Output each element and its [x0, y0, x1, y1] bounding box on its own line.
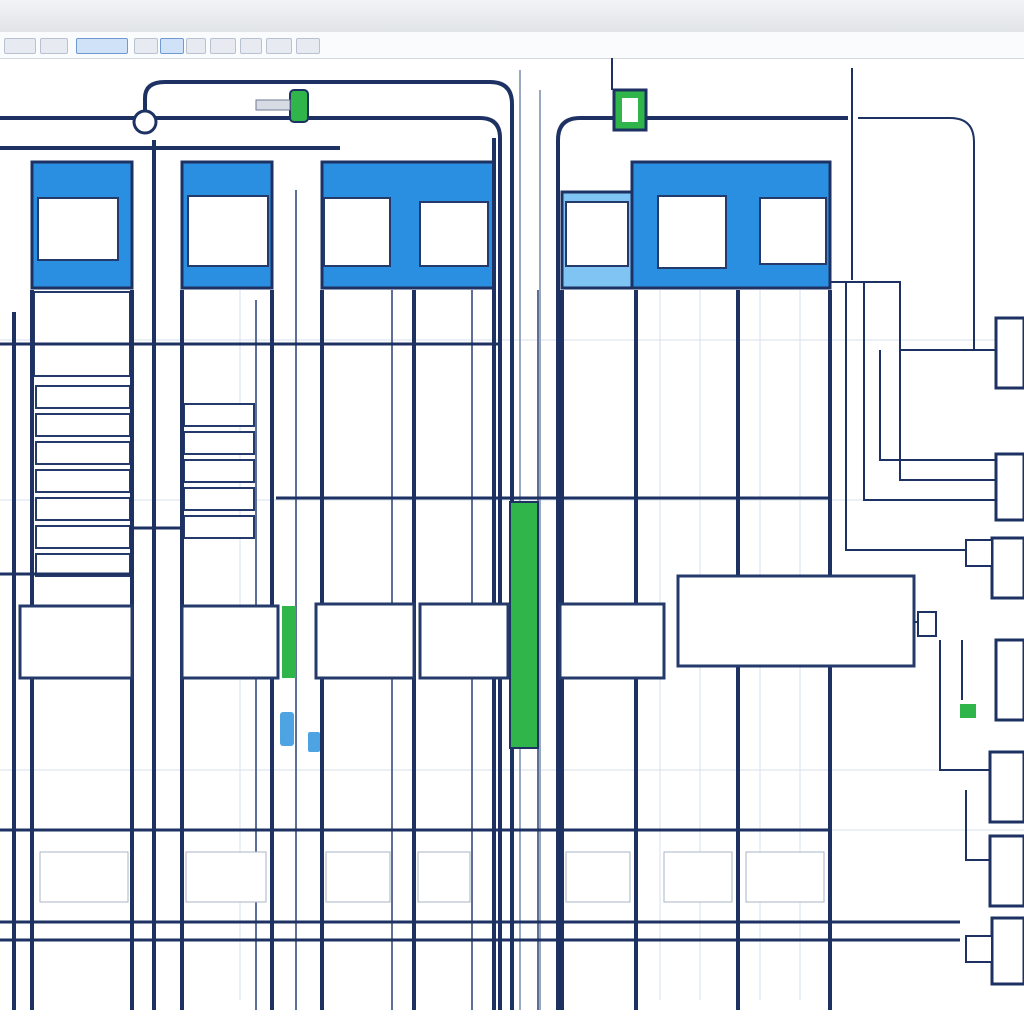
bus-junction[interactable] — [132, 109, 158, 135]
right-connectors — [830, 68, 996, 861]
mid-card[interactable] — [418, 602, 510, 680]
side-box[interactable] — [994, 452, 1024, 522]
component-stub — [255, 99, 291, 111]
top-card[interactable] — [187, 195, 269, 267]
settings-icon[interactable] — [296, 38, 320, 54]
info-box[interactable] — [676, 574, 916, 668]
mid-card[interactable] — [314, 602, 416, 680]
zoom-icon[interactable] — [240, 38, 262, 54]
blue-connector[interactable] — [308, 732, 320, 752]
mid-card[interactable] — [18, 604, 134, 680]
top-card[interactable] — [565, 201, 629, 267]
left-stack — [33, 291, 255, 577]
top-card[interactable] — [37, 197, 119, 261]
side-terminal[interactable] — [965, 935, 993, 963]
line-icon[interactable] — [76, 38, 128, 54]
diagram-canvas[interactable] — [0, 42, 1024, 1024]
side-boxes — [988, 316, 1024, 986]
cursor-icon[interactable] — [4, 38, 36, 54]
side-box[interactable] — [988, 834, 1024, 908]
top-card[interactable] — [657, 195, 727, 269]
side-box[interactable] — [990, 916, 1024, 986]
toolbar — [0, 32, 1024, 59]
side-box[interactable] — [988, 750, 1024, 824]
green-indicator-bar[interactable] — [509, 501, 539, 749]
green-indicator-small[interactable] — [282, 606, 296, 678]
layers-icon[interactable] — [266, 38, 292, 54]
top-right-component-window — [622, 98, 638, 122]
bottom-label-row — [39, 851, 825, 903]
diagram-svg — [0, 42, 1024, 1010]
green-component[interactable] — [289, 89, 309, 123]
top-card[interactable] — [323, 197, 391, 267]
window-titlebar — [0, 0, 1024, 33]
top-card[interactable] — [419, 201, 489, 267]
grid-icon[interactable] — [210, 38, 236, 54]
select-icon[interactable] — [40, 38, 68, 54]
horizontal-rails — [0, 342, 960, 942]
side-box[interactable] — [990, 536, 1024, 600]
top-card[interactable] — [759, 197, 827, 265]
side-box[interactable] — [994, 316, 1024, 390]
connector-icon[interactable] — [160, 38, 184, 54]
info-box-terminal[interactable] — [917, 611, 937, 637]
text-icon[interactable] — [186, 38, 206, 54]
mid-card[interactable] — [558, 602, 666, 680]
top-cards — [37, 195, 827, 269]
mid-cards — [18, 602, 666, 680]
mid-card[interactable] — [180, 604, 280, 680]
blue-connector[interactable] — [280, 712, 294, 746]
green-status-dot — [960, 704, 976, 718]
box-icon[interactable] — [134, 38, 158, 54]
side-terminal[interactable] — [965, 539, 993, 567]
side-box[interactable] — [994, 638, 1024, 722]
